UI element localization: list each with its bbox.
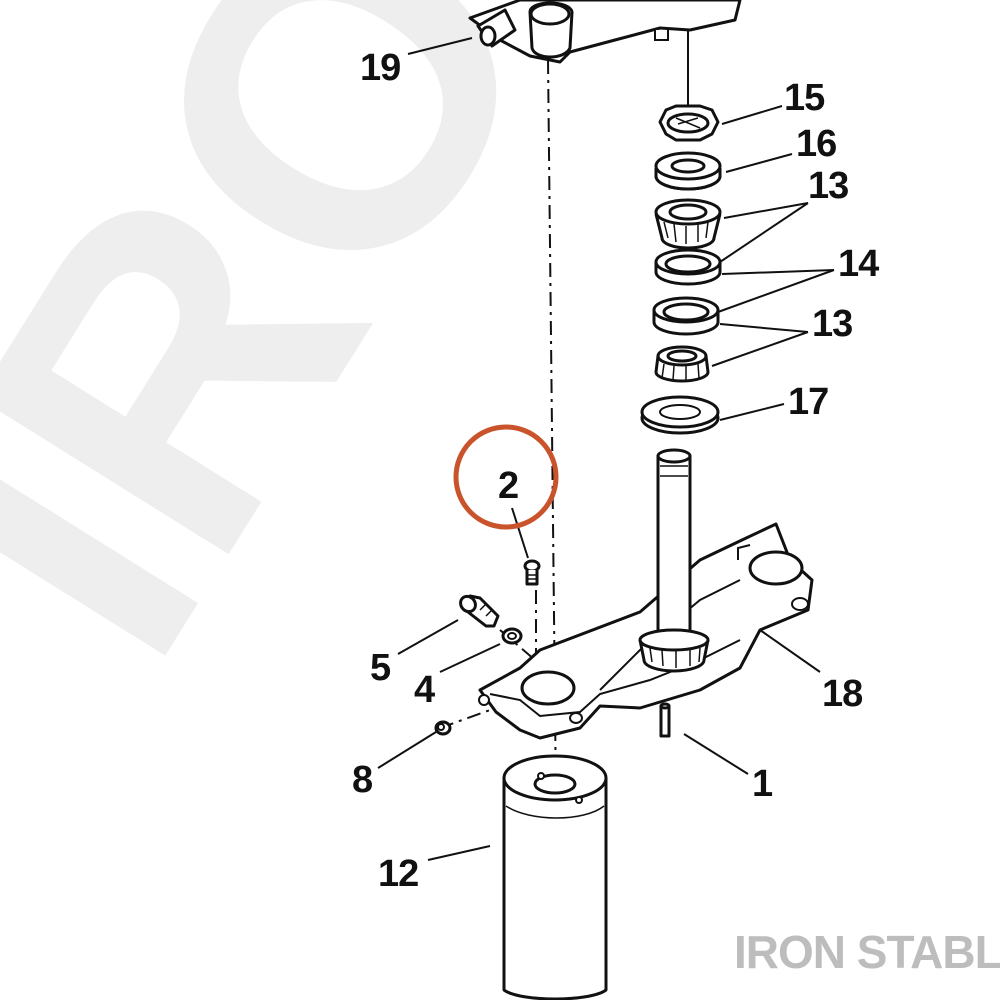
leader-4 <box>439 643 501 673</box>
part-2-screw <box>523 559 541 586</box>
callout-17: 17 <box>788 381 828 423</box>
callout-19: 19 <box>360 47 400 89</box>
leader-18 <box>759 629 821 673</box>
leader-17 <box>719 403 785 421</box>
callout-13-lower: 13 <box>812 303 852 345</box>
leader-5 <box>397 619 459 655</box>
part-17-seal <box>640 395 720 435</box>
leader-16 <box>725 153 793 173</box>
callout-16: 16 <box>796 123 836 165</box>
part-13-upper-bearing <box>654 198 722 250</box>
part-8-plug <box>434 720 452 736</box>
leader-12 <box>427 845 491 861</box>
leader-14-1 <box>721 269 835 275</box>
part-13-lower-bearing <box>654 345 710 383</box>
callout-12: 12 <box>378 853 418 895</box>
watermark: IRON STA <box>0 0 1000 729</box>
callout-14: 14 <box>838 243 879 285</box>
leader-13a-2 <box>719 202 809 263</box>
part-18-lower-bracket <box>478 448 814 740</box>
leader-15 <box>721 105 783 125</box>
leader-8 <box>377 731 437 769</box>
callout-5: 5 <box>370 647 391 689</box>
callout-4: 4 <box>414 669 435 711</box>
part-15-castle-nut <box>658 104 720 142</box>
leader-1 <box>683 733 749 775</box>
leader-13b-2 <box>711 331 809 367</box>
part-1-pin <box>659 702 671 738</box>
part-4-lock-washer <box>501 627 523 645</box>
leader-14-2 <box>717 269 835 313</box>
leader-2 <box>511 507 529 559</box>
callout-2: 2 <box>498 465 518 507</box>
leader-13a-1 <box>723 202 809 219</box>
callout-labels: 19 15 16 13 14 13 17 2 5 4 18 8 1 12 <box>352 47 880 895</box>
part-14-lower-race <box>652 296 720 336</box>
callout-1: 1 <box>752 763 773 805</box>
part-14-upper-race <box>654 248 722 286</box>
callout-8: 8 <box>352 759 372 801</box>
callout-18: 18 <box>822 673 862 715</box>
part-19-upper-bracket <box>468 0 742 64</box>
watermark-text: IRON STA <box>0 0 1000 729</box>
leader-13b-1 <box>719 323 809 333</box>
part-5-bolt <box>459 594 500 628</box>
leader-19 <box>407 37 473 55</box>
highlight-circle <box>453 424 559 530</box>
part-16-washer <box>654 151 722 191</box>
brand-logo-text: IRON STABLE <box>734 926 1000 978</box>
part-12-tube <box>502 754 608 1000</box>
callout-13-upper: 13 <box>808 165 848 207</box>
callout-15: 15 <box>784 77 825 119</box>
leader-lines <box>377 37 835 861</box>
